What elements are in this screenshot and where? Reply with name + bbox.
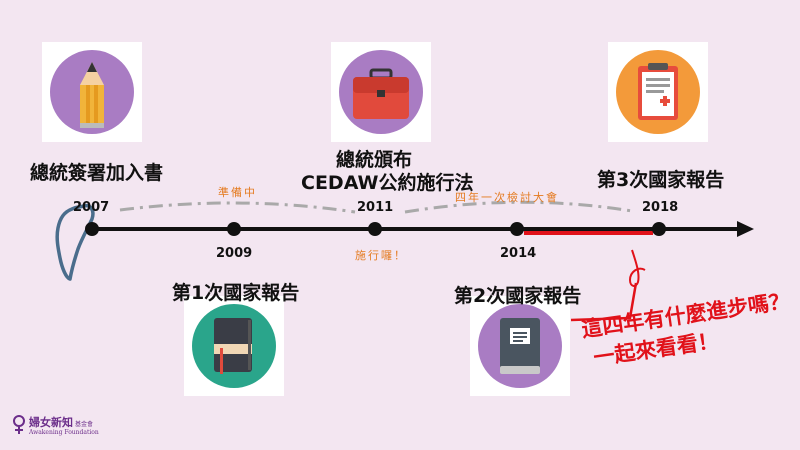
logo-english: Awakening Foundation [29, 429, 99, 436]
timeline-node-2018 [652, 222, 666, 236]
icon-tile-notebook [184, 296, 284, 396]
foundation-logo: 婦女新知 基金會 Awakening Foundation [12, 414, 99, 436]
icon-tile-pencil [42, 42, 142, 142]
timeline-node-2007 [85, 222, 99, 236]
event-title-report3: 第3次國家報告 [597, 169, 725, 191]
timeline-node-2011 [368, 222, 382, 236]
notebook-icon [214, 318, 252, 374]
logo-name: 婦女新知 [29, 416, 73, 429]
pencil-icon [80, 62, 104, 128]
taiwan-map-icon [55, 203, 95, 281]
logo-suffix: 基金會 [75, 421, 94, 428]
year-label-2011: 2011 [357, 200, 394, 215]
year-label-2009: 2009 [216, 246, 253, 261]
dashed-arc-right [404, 200, 633, 214]
medical-clipboard-icon [638, 63, 678, 120]
year-label-2007: 2007 [73, 200, 110, 215]
year-label-2014: 2014 [500, 246, 537, 261]
annotation-review: 四年一次檢討大會 [455, 191, 559, 204]
icon-tile-briefcase [331, 42, 431, 142]
annotation-preparing: 準備中 [218, 186, 257, 199]
timeline-node-2014 [510, 222, 524, 236]
event-title-promulgate-line2: CEDAW公約施行法 [301, 172, 474, 194]
female-symbol-icon [13, 415, 25, 434]
book-icon [500, 318, 540, 374]
pointer-arrow [570, 282, 638, 322]
scribble-mark [628, 249, 646, 287]
icon-tile-clipboard [608, 42, 708, 142]
year-label-2018: 2018 [642, 200, 679, 215]
timeline-arrowhead [737, 221, 754, 237]
annotation-in-force: 施行囉！ [355, 249, 407, 262]
icon-tile-book [470, 296, 570, 396]
briefcase-icon [353, 68, 409, 119]
dashed-arc-left [119, 201, 356, 214]
timeline-node-2009 [227, 222, 241, 236]
event-title-report1: 第1次國家報告 [172, 282, 300, 304]
event-title-sign: 總統簽署加入書 [30, 162, 164, 184]
event-title-report2: 第2次國家報告 [454, 285, 582, 307]
event-title-promulgate-line1: 總統頒布 [336, 149, 413, 171]
